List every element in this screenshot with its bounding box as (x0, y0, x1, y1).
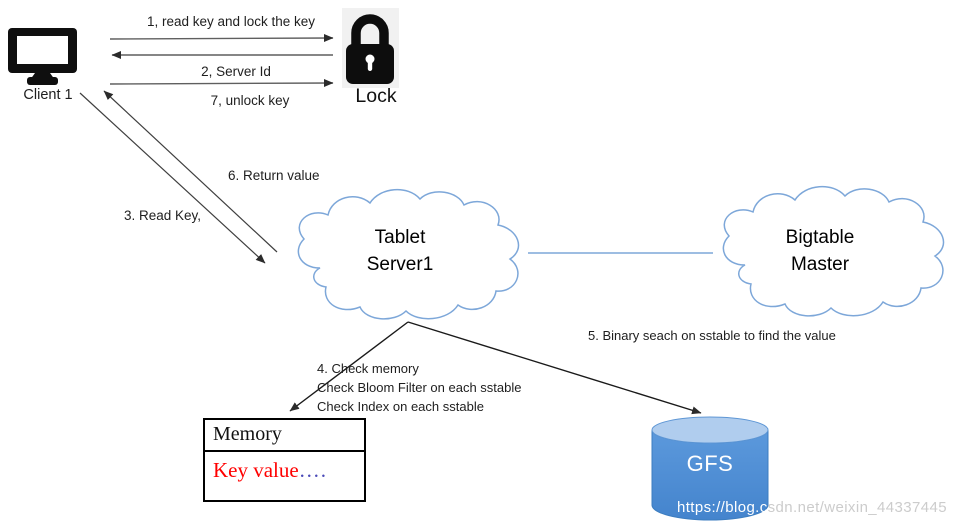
client-computer-icon (8, 28, 77, 85)
label-step4-line2: Check Bloom Filter on each sstable (317, 379, 522, 395)
tablet-server-label-line2: Server1 (366, 254, 434, 275)
label-step6-return-value: 6. Return value (228, 168, 320, 183)
label-step4-line1: 4. Check memory (317, 361, 419, 376)
bigtable-master-label: Bigtable Master (718, 224, 922, 278)
gfs-node-label: GFS (686, 451, 734, 476)
label-step4-check-memory: 4. Check memory Check Bloom Filter on ea… (317, 360, 521, 416)
arrow-step1-read-and-lock (109, 34, 334, 43)
arrow-step7-unlock-key (109, 79, 334, 88)
monitor-screen (17, 36, 68, 64)
lock-node-label: Lock (355, 85, 397, 107)
lock-icon (342, 8, 399, 88)
label-step5-binary-search: 5. Binary seach on sstable to find the v… (588, 328, 836, 343)
label-step1-read-and-lock: 1, read key and lock the key (146, 14, 316, 29)
bigtable-master-label-line1: Bigtable (785, 227, 855, 248)
tablet-server-label: Tablet Server1 (300, 224, 500, 278)
tablet-server-label-line1: Tablet (374, 227, 426, 248)
bigtable-master-label-line2: Master (790, 254, 850, 275)
label-step2-server-id: 2, Server Id (201, 64, 271, 79)
gfs-cylinder (651, 416, 769, 521)
lock-keyhole (365, 54, 375, 64)
arrow-step4-check-memory (289, 321, 409, 412)
memory-key-value-dots: …. (298, 458, 327, 482)
memory-box: Memory Key value…. (203, 418, 366, 502)
lock-shackle (351, 14, 389, 48)
cloud-shape (722, 185, 945, 317)
arrow-step5-to-gfs (407, 321, 702, 415)
memory-key-value-text: Key value (213, 458, 299, 482)
watermark-url: https://blog.csdn.net/weixin_44337445 (677, 499, 947, 516)
watermark-part-on-cylinder: https://blog.c (677, 499, 768, 516)
cylinder-top (651, 416, 769, 444)
arrow-step3-read-key (79, 92, 266, 264)
monitor-base (27, 77, 58, 85)
bigtable-master-cloud (722, 185, 945, 317)
tablet-server-cloud (297, 188, 520, 320)
cloud-shape (297, 188, 520, 320)
memory-box-title: Memory (205, 420, 364, 452)
arrow-step6-return-value (103, 90, 278, 253)
lock-keyhole-slot (367, 60, 373, 71)
memory-box-value: Key value…. (205, 452, 364, 483)
label-step3-read-key: 3. Read Key, (124, 208, 202, 223)
watermark-part-on-background: sdn.net/weixin_44337445 (767, 499, 947, 516)
label-step4-line3: Check Index on each sstable (317, 398, 484, 414)
client-node-label: Client 1 (23, 87, 73, 103)
label-step7-unlock-key: 7, unlock key (210, 93, 290, 108)
